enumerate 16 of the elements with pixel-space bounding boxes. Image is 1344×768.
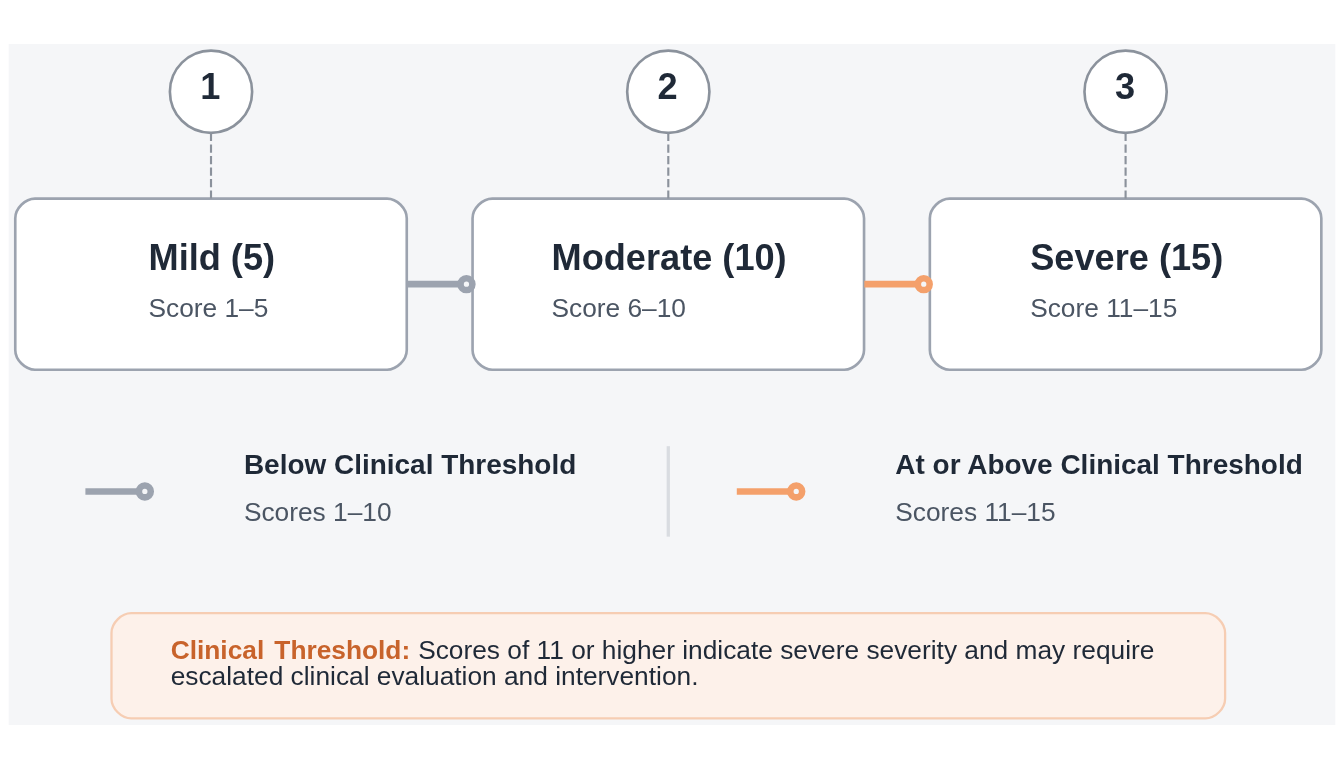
legend-label: Below Clinical Threshold <box>243 448 577 480</box>
node-box: Mild (5) Score 1–5 <box>13 196 409 371</box>
node-circle: 2 <box>625 48 711 134</box>
legend-label: At or Above Clinical Threshold <box>895 448 1303 480</box>
connector <box>1124 132 1127 198</box>
label: Scores 11–15 <box>895 496 1056 527</box>
connector <box>667 132 670 198</box>
node-box: Clinical Threshold: Scores of 11 or higher indicate severe severity and may require escalated clinical evaluation and intervention. <box>110 611 1227 720</box>
node-circle: 1 <box>168 48 254 134</box>
label: Scores 1–10 <box>243 496 392 527</box>
connector <box>209 132 213 198</box>
node-circle: 3 <box>1083 48 1169 134</box>
node-box: Severe (15) Score 11–15 <box>928 196 1323 371</box>
node-box: Moderate (10) Score 6–10 <box>471 196 866 371</box>
connector <box>407 274 476 293</box>
connector <box>864 274 933 293</box>
